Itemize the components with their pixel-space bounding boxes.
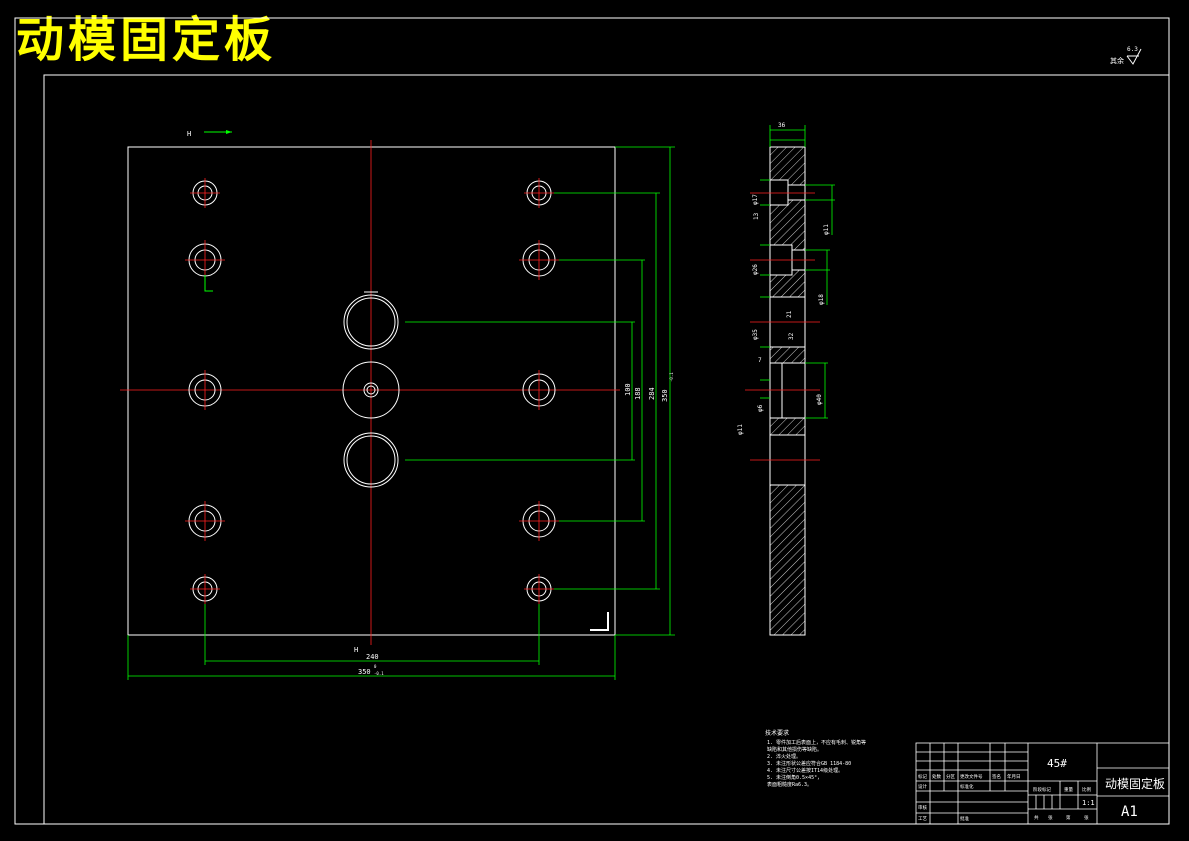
side-dim-d11: φ11 (823, 224, 830, 235)
tb-sheet-label: 张 (1048, 814, 1053, 821)
side-dim-top: 36 (778, 122, 786, 129)
side-dim-d17: φ17 (752, 194, 759, 205)
tb-standard: 标准化 (960, 783, 974, 790)
side-dim-21: 21 (786, 310, 793, 318)
tb-sheet-total: 共 (1034, 814, 1039, 821)
title-block-text: 标记 处数 分区 更改文件号 签名 年月日 设计 标准化 审核 工艺 批准 45… (918, 757, 1165, 822)
side-dim-d26: φ26 (752, 264, 759, 275)
side-dim-7: 7 (758, 357, 762, 364)
hole-large (343, 432, 399, 488)
outer-frame (14, 17, 1170, 825)
roughness-symbol: 其余 6.3 (1110, 46, 1142, 65)
tb-review: 审核 (918, 804, 927, 811)
tb-header-date: 年月日 (1007, 773, 1021, 780)
section-marker-bottom: H (354, 646, 358, 654)
dim-240: 240 (366, 653, 379, 661)
tb-scale-label: 比例 (1082, 786, 1091, 793)
dim-100: 100 (624, 383, 632, 396)
side-dim-13: 13 (753, 212, 760, 220)
tb-process: 工艺 (918, 816, 927, 822)
hole-center (342, 361, 400, 419)
revision-grid (916, 743, 1029, 824)
tb-approve: 批准 (960, 815, 969, 822)
large-holes (342, 291, 400, 488)
tech-note-line: 1. 零件加工后表面上，不应有毛刺、锐角等 (767, 739, 866, 746)
dim-350-h-tol-hi: 0 (374, 664, 377, 669)
tb-header-file: 更改文件号 (960, 773, 983, 780)
side-dim-32: 32 (788, 332, 795, 340)
tb-header-count: 处数 (932, 773, 941, 780)
tb-material: 45# (1047, 757, 1067, 770)
section-label-top: H (187, 130, 191, 138)
tech-notes: 技术要求 1. 零件加工后表面上，不应有毛刺、锐角等 缺陷和其他损伤等缺陷。 2… (765, 729, 866, 788)
tb-sheet-no: 第 (1066, 814, 1071, 821)
title-block (915, 742, 1170, 825)
plate-outline (127, 146, 616, 636)
material-grid (1028, 743, 1169, 824)
dim-350-v: 350 (661, 389, 669, 402)
side-dim-d40: φ40 (816, 394, 823, 405)
tb-header-sign: 签名 (992, 773, 1001, 780)
tb-header-mark: 标记 (918, 773, 927, 780)
hole-crosshairs (185, 178, 559, 604)
side-dim-d18: φ18 (818, 294, 825, 305)
side-dim-d35: φ35 (752, 329, 759, 340)
tb-scale: 1:1 (1082, 799, 1095, 807)
dim-350-v-tol-lo: -0.1 (669, 372, 674, 382)
small-holes (192, 180, 552, 602)
tech-notes-heading: 技术要求 (765, 729, 789, 737)
front-view: H H 100 188 284 350 -0.1 (120, 130, 675, 680)
tb-part-name: 动模固定板 (1105, 776, 1165, 791)
tech-note-line: 4. 未注尺寸公差按IT14级处理。 (767, 767, 843, 774)
guide-holes (188, 243, 556, 538)
roughness-label: 其余 (1110, 56, 1124, 65)
tb-sheet-unit: 张 (1084, 814, 1089, 821)
tech-note-line: 3. 未注形状公差应符合GB 1184-80 (767, 760, 851, 767)
corner-mark (590, 612, 609, 631)
dim-188: 188 (634, 387, 642, 400)
inner-frame (43, 74, 1170, 825)
dim-350-h-tol-lo: -0.1 (374, 671, 384, 676)
dim-350-h: 350 (358, 668, 371, 676)
tb-sheet-size: A1 (1121, 804, 1138, 820)
tb-header-zone: 分区 (946, 773, 955, 780)
page-title: 动模固定板 (16, 12, 277, 68)
side-view: 36 φ17 φ11 φ26 φ18 φ35 φ40 φ11 φ6 13 32 … (737, 122, 835, 636)
side-dim-d6: φ6 (757, 404, 764, 412)
tb-weight: 重量 (1064, 786, 1073, 793)
tech-note-line: 5. 未注倒角0.5×45°， (767, 774, 822, 781)
tech-note-line: 表面粗糙度Ra6.3。 (767, 781, 812, 788)
roughness-value: 6.3 (1127, 46, 1138, 53)
tech-note-line: 缺陷和其他损伤等缺陷。 (767, 746, 822, 753)
side-dim-d11b: φ11 (737, 424, 744, 435)
tb-design: 设计 (918, 783, 927, 790)
side-dim-lines (760, 125, 835, 419)
side-center-lines (745, 192, 820, 461)
section-label-bottom: H (354, 646, 358, 654)
dim-lines-vertical (405, 146, 675, 636)
tech-note-line: 2. 淬火处理。 (767, 753, 801, 760)
tb-stage: 阶段标记 (1033, 786, 1051, 793)
dim-lines-horizontal (127, 604, 616, 680)
hole-large (343, 294, 399, 350)
section-marker-top: H (187, 130, 232, 138)
dim-284: 284 (648, 387, 656, 400)
